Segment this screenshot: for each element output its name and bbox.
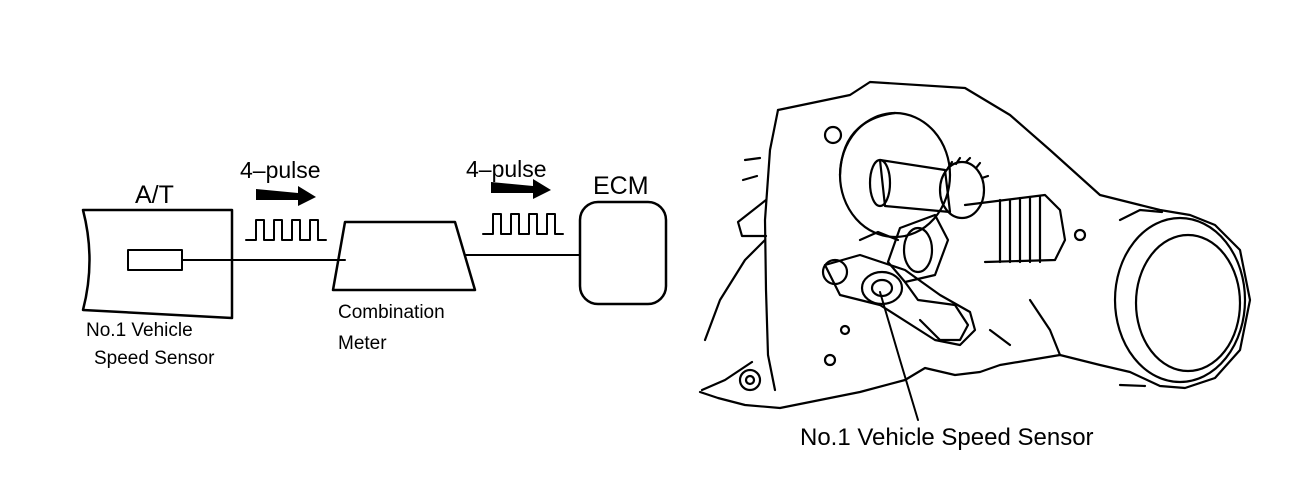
callout-label: No.1 Vehicle Speed Sensor bbox=[800, 424, 1094, 451]
transmission-illustration bbox=[698, 80, 1252, 410]
pulse-train-left bbox=[245, 219, 327, 241]
pulse-label-left: 4–pulse bbox=[240, 157, 321, 183]
speed-sensor-box bbox=[127, 249, 183, 271]
meter-label-line1: Combination bbox=[338, 302, 445, 323]
transmission-label: A/T bbox=[135, 181, 174, 209]
combination-meter-shape bbox=[331, 220, 477, 292]
pulse-arrow-left bbox=[256, 186, 316, 206]
meter-label-line2: Meter bbox=[338, 333, 387, 354]
ecm-label: ECM bbox=[593, 172, 649, 200]
sensor-label-line2: Speed Sensor bbox=[94, 348, 215, 369]
transmission-shape bbox=[81, 208, 234, 320]
pulse-train-right bbox=[482, 213, 564, 235]
pulse-arrow-right bbox=[491, 179, 551, 199]
sensor-label-line1: No.1 Vehicle bbox=[86, 320, 193, 341]
pulse-label-right: 4–pulse bbox=[466, 156, 547, 182]
ecm-box bbox=[578, 200, 668, 306]
callout-leader bbox=[879, 291, 919, 421]
